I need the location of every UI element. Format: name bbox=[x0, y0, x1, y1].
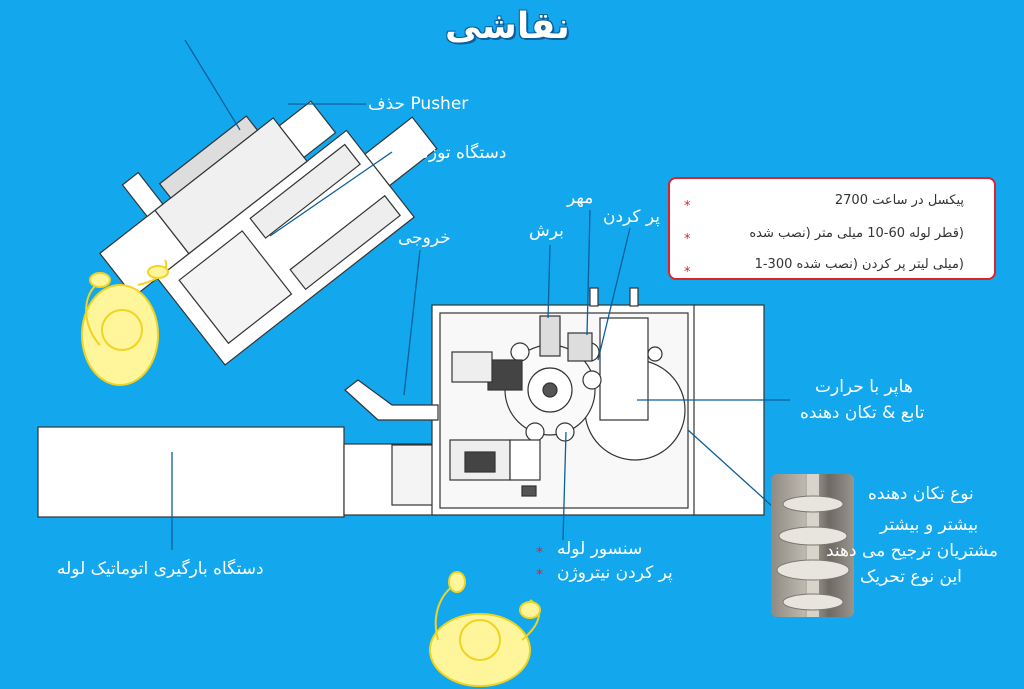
bullet-icon: * bbox=[684, 232, 691, 247]
label-sensor-1: سنسور لوله bbox=[557, 539, 643, 559]
page-title: نقاشی bbox=[445, 6, 570, 47]
spec-box: * پیکسل در ساعت 2700 * (قطر لوله 60-10 م… bbox=[668, 177, 996, 280]
label-agitator-4: این نوع تحریک bbox=[860, 567, 962, 587]
bullet-icon: * bbox=[536, 545, 543, 561]
bullet-icon: * bbox=[684, 265, 691, 280]
spec-item: پیکسل در ساعت 2700 bbox=[834, 193, 964, 208]
label-fill: پر کردن bbox=[603, 207, 661, 227]
label-weighing: دستگاه توزنی bbox=[410, 143, 507, 163]
label-loader: دستگاه بارگیری اتوماتیک لوله bbox=[57, 559, 264, 579]
label-agitator-1: نوع تکان دهنده bbox=[868, 484, 974, 504]
bullet-icon: * bbox=[684, 199, 691, 214]
side-panel bbox=[693, 304, 765, 516]
label-sensor-2: پر کردن نیتروژن bbox=[557, 563, 673, 583]
bullet-icon: * bbox=[536, 567, 543, 583]
label-pusher: Pusher حذف bbox=[368, 94, 469, 114]
label-output: خروجی bbox=[398, 228, 451, 248]
operator-figure-bottom bbox=[429, 571, 541, 687]
spec-item: (قطر لوله 60-10 میلی متر (نصب شده bbox=[749, 226, 964, 241]
agitator-photo bbox=[771, 474, 854, 617]
label-cut: برش bbox=[529, 221, 564, 241]
hopper-box bbox=[599, 317, 649, 421]
label-hopper-1: هاپر با حرارت bbox=[815, 377, 913, 397]
auger-icon bbox=[776, 474, 850, 617]
tube-loader-body bbox=[37, 426, 345, 518]
label-agitator-2: بیشتر و بیشتر bbox=[880, 515, 979, 535]
label-hopper-2: تابع & تکان دهنده bbox=[800, 403, 925, 423]
spec-item: (میلی لیتر پر کردن (نصب شده 300-1 bbox=[754, 257, 964, 272]
label-agitator-3: مشتریان ترجیح می دهند bbox=[826, 541, 998, 561]
label-stamp: مهر bbox=[567, 188, 594, 208]
operator-figure-left bbox=[81, 259, 169, 386]
